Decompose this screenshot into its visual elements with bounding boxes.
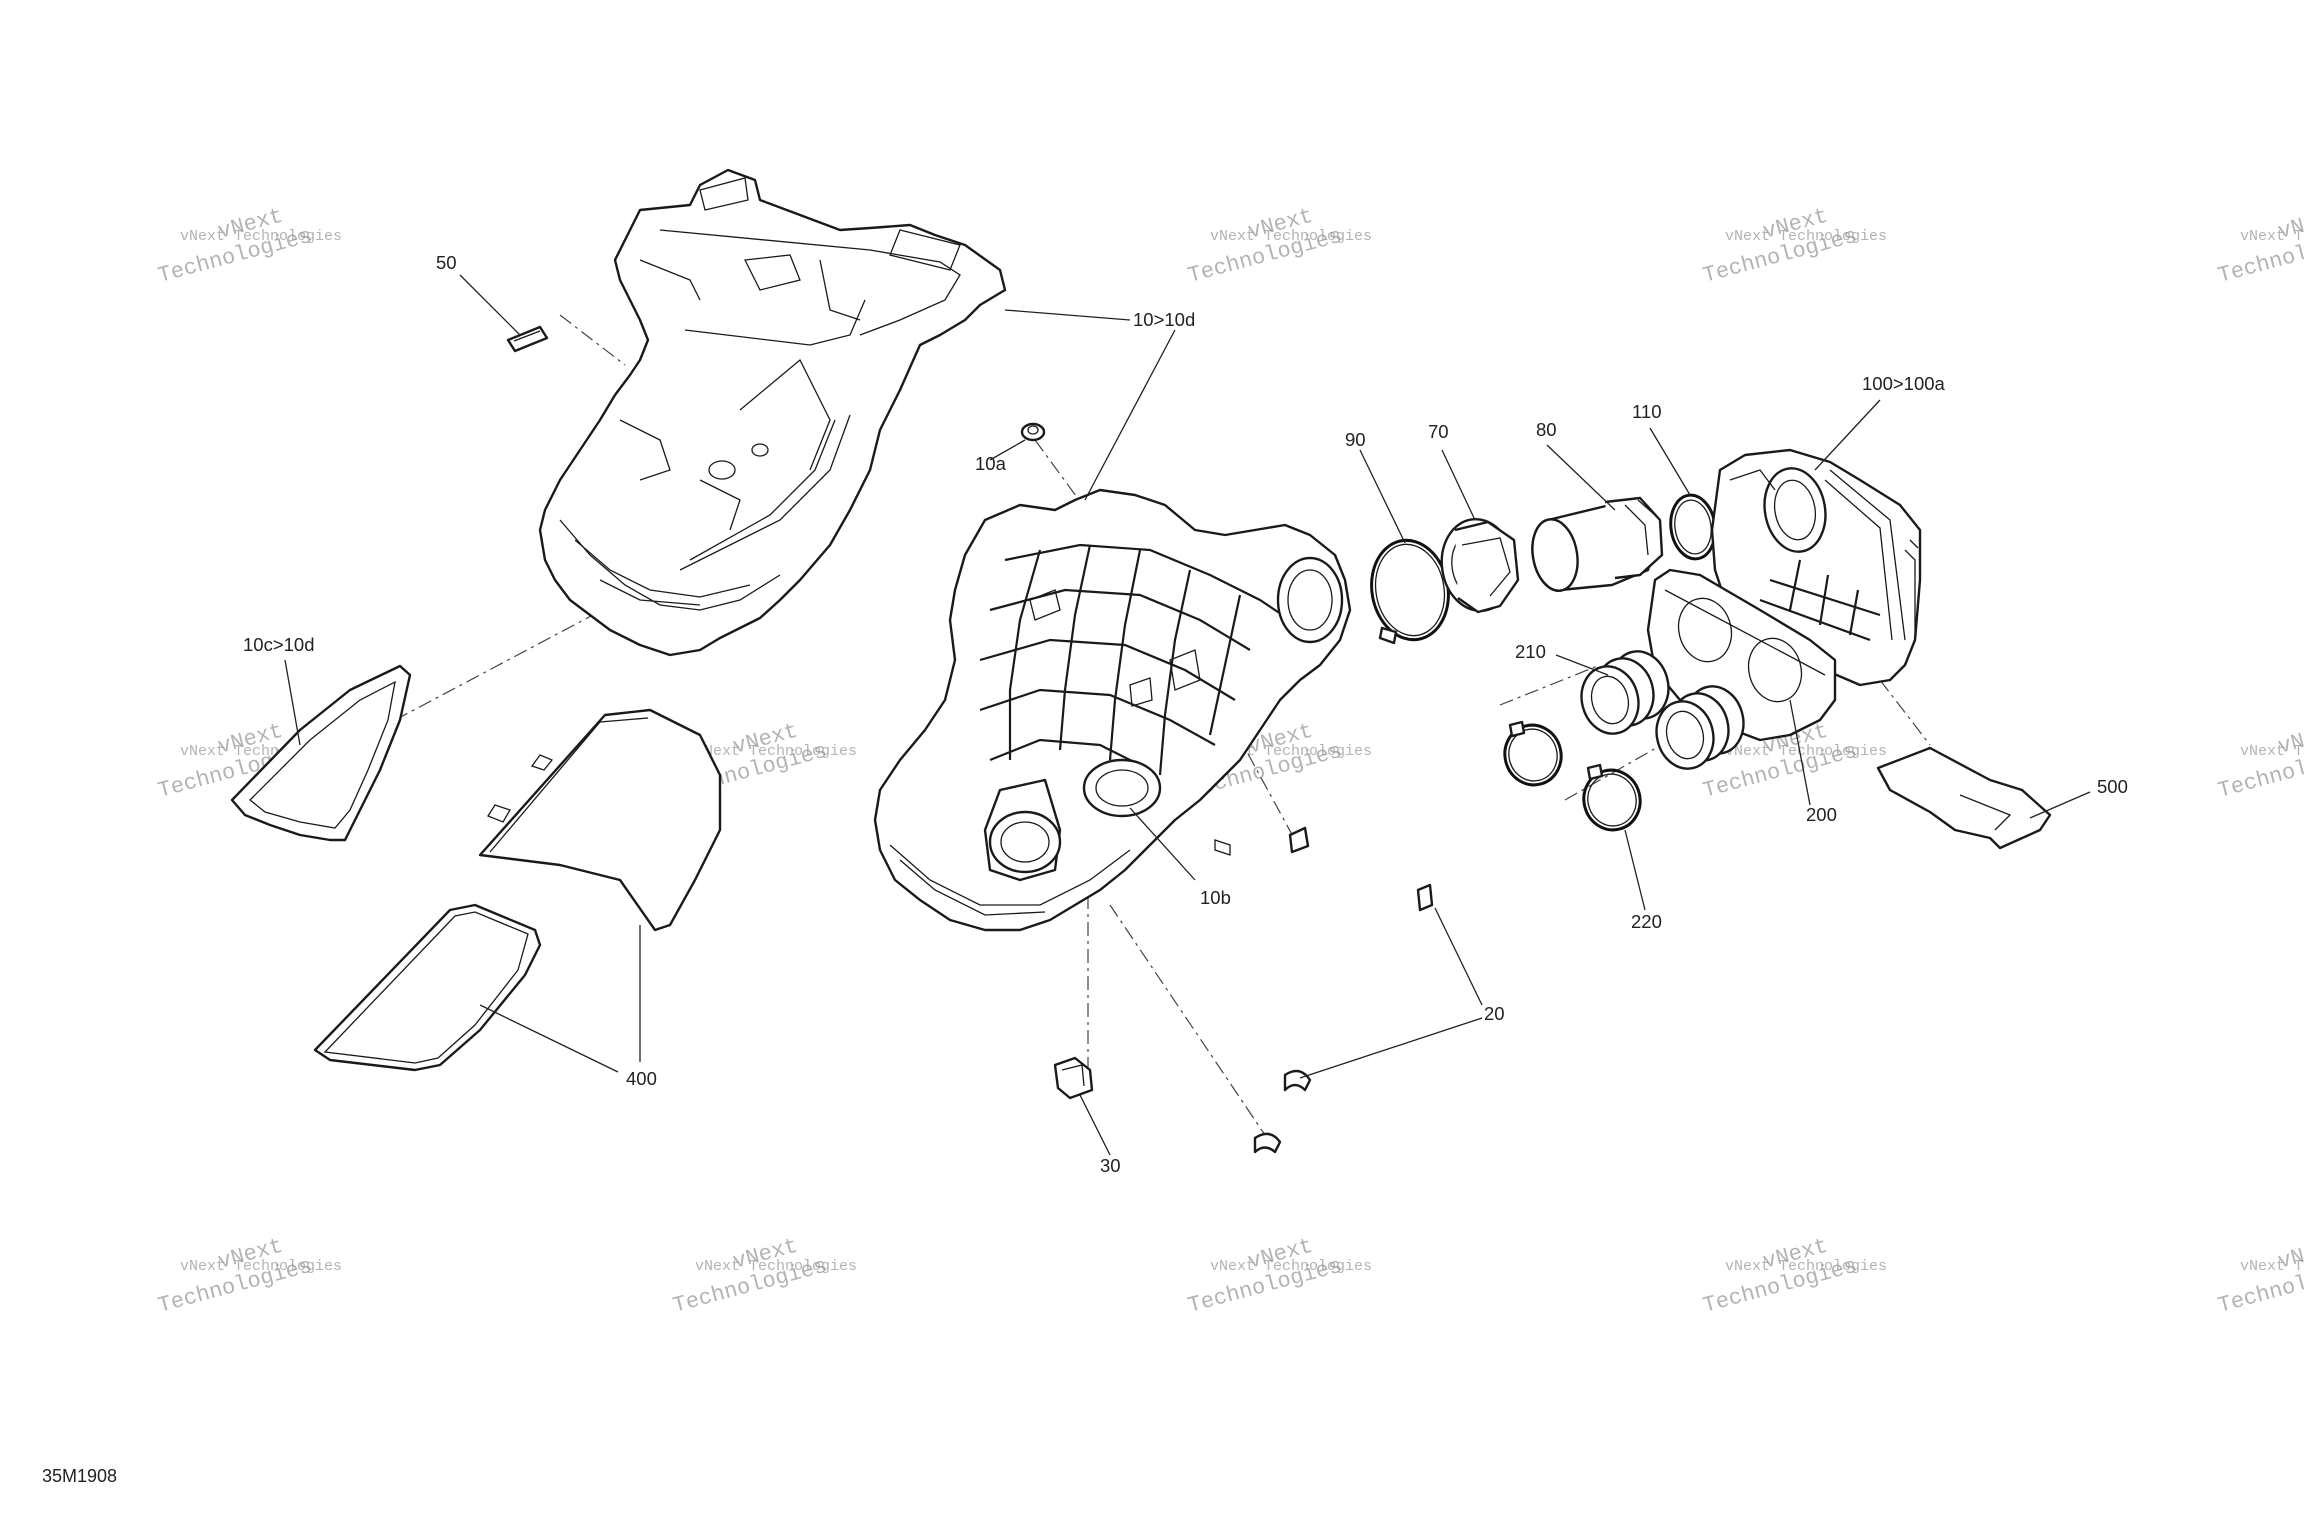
watermark-r1-c3: vNext Technologies vNext Technologies (1185, 204, 1372, 289)
part-10c-filter-frame (230, 664, 412, 842)
svg-text:vNext: vNext (2275, 719, 2304, 760)
part-20-clip-1 (1416, 883, 1434, 912)
callout-10c-10d: 10c>10d (243, 634, 315, 655)
part-220-hose-clamp-2 (1582, 763, 1642, 832)
callout-220: 220 (1631, 911, 1662, 932)
part-400-filter-element-lower (313, 903, 542, 1072)
part-20-clip-3 (1283, 1069, 1312, 1092)
callout-10b: 10b (1200, 887, 1231, 908)
watermark-r3-c5: vNext Technologies vNext Technologies (2215, 1234, 2304, 1319)
callout-80: 80 (1536, 419, 1557, 440)
watermark-r3-c3: vNext Technologies vNext Technologies (1185, 1234, 1372, 1319)
callout-labels: 50 10>10d 10a 10c>10d 10b 90 70 80 110 1… (243, 252, 2128, 1176)
callout-10a: 10a (975, 453, 1007, 474)
part-210-bellows-coupler-2 (1655, 685, 1745, 770)
callout-500: 500 (2097, 776, 2128, 797)
part-30-bracket (1053, 1056, 1094, 1100)
callout-200: 200 (1806, 804, 1837, 825)
callout-400: 400 (626, 1068, 657, 1089)
watermark-r1-c4: vNext Technologies vNext Technologies (1700, 204, 1887, 289)
callout-20: 20 (1484, 1003, 1505, 1024)
upper-airbox-housing (538, 168, 1007, 657)
callout-210: 210 (1515, 641, 1546, 662)
watermark-r1-c1: vNext Technologies vNext Technologies (155, 204, 342, 289)
part-70-ring-adapter (1440, 517, 1520, 614)
watermark-r3-c2: vNext Technologies vNext Technologies (670, 1234, 857, 1319)
svg-text:vNext Technologies: vNext Technologies (180, 228, 342, 245)
watermark-r1-c5: vNext Technologies vNext Technologies (2215, 204, 2304, 289)
part-80-intake-tube (1531, 496, 1664, 592)
watermark-r3-c4: vNext Technologies vNext Technologies (1700, 1234, 1887, 1319)
part-50-label (506, 325, 549, 353)
svg-text:vNext: vNext (2275, 1234, 2304, 1275)
watermark-r2-c5: vNext Technologies vNext Technologies (2215, 719, 2304, 804)
callout-110: 110 (1632, 401, 1662, 422)
svg-text:vNext Technologies: vNext Technologies (1210, 1258, 1372, 1275)
svg-text:vNext Technologies: vNext Technologies (1210, 228, 1372, 245)
svg-text:vNext Technologies: vNext Technologies (1725, 743, 1887, 760)
callout-10-10d: 10>10d (1133, 309, 1195, 330)
diagram-reference-code: 35M1908 (42, 1466, 117, 1486)
svg-text:vNext Technologies: vNext Technologies (1725, 228, 1887, 245)
svg-text:vNext Technologies: vNext Technologies (1210, 743, 1372, 760)
part-20-clip-2 (1288, 826, 1310, 854)
callout-100-100a: 100>100a (1862, 373, 1946, 394)
svg-text:vNext Technologies: vNext Technologies (2240, 743, 2304, 760)
leader-lines (284, 274, 2091, 1156)
part-400-filter-element-upper (478, 708, 722, 932)
part-500-pad (1876, 746, 2052, 850)
callout-30: 30 (1100, 1155, 1121, 1176)
svg-text:vNext Technologies: vNext Technologies (1725, 1258, 1887, 1275)
svg-text:vNext Technologies: vNext Technologies (695, 743, 857, 760)
svg-text:vNext Technologies: vNext Technologies (180, 1258, 342, 1275)
svg-text:vNext Technologies: vNext Technologies (2240, 228, 2304, 245)
part-210-bellows-coupler (1580, 650, 1670, 735)
svg-text:vNext: vNext (2275, 204, 2304, 245)
part-10a-grommet (1020, 422, 1046, 442)
part-220-hose-clamp-1 (1503, 720, 1563, 787)
svg-text:vNext Technologies: vNext Technologies (2240, 1258, 2304, 1275)
callout-90: 90 (1345, 429, 1366, 450)
lower-airbox-grid-housing (873, 488, 1352, 932)
callout-50: 50 (436, 252, 457, 273)
part-20-clip-4 (1253, 1132, 1282, 1154)
svg-text:vNext Technologies: vNext Technologies (695, 1258, 857, 1275)
watermark-r3-c1: vNext Technologies vNext Technologies (155, 1234, 342, 1319)
callout-70: 70 (1428, 421, 1449, 442)
